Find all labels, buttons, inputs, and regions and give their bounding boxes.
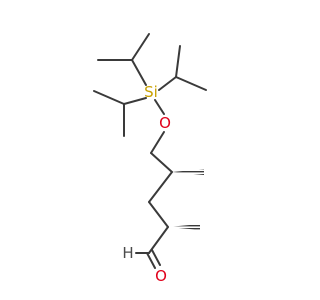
aldehyde-oxygen-label: O xyxy=(155,267,167,285)
bond-c1-o-b xyxy=(151,249,161,266)
bond-iprop3-me1 xyxy=(93,90,125,105)
bond-si-iprop2 xyxy=(158,76,177,91)
bond-si-o xyxy=(154,99,165,115)
hashed-wedge-c4-methyl xyxy=(172,169,204,175)
bond-c4-c3 xyxy=(148,171,173,203)
bond-iprop1-me2 xyxy=(131,33,150,61)
bond-si-iprop1 xyxy=(131,59,147,86)
bond-c2-c1 xyxy=(148,226,169,254)
aldehyde-hydrogen-label: H xyxy=(122,244,133,262)
structure-canvas: Si O H O xyxy=(93,33,207,285)
bond-c1-o-a xyxy=(146,252,156,269)
bond-o-ch2 xyxy=(150,131,165,154)
bond-si-iprop3 xyxy=(123,97,147,105)
bond-iprop2-me2 xyxy=(175,76,207,91)
silicon-label: Si xyxy=(144,83,158,101)
bond-ch2-c4 xyxy=(150,152,173,173)
ether-oxygen-label: O xyxy=(159,114,171,132)
bond-c3-c2 xyxy=(148,201,169,228)
molecule-drawing: Si O H O xyxy=(93,33,207,285)
hashed-wedge-c2-methyl xyxy=(168,224,200,230)
bond-iprop2-me1 xyxy=(175,45,181,78)
